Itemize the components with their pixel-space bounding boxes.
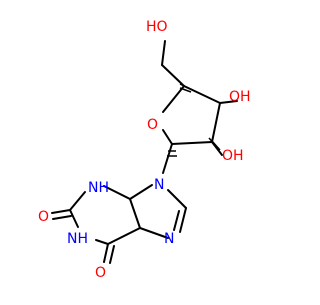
atom-labels: HO OH O OH N NH O NH O N [38, 19, 251, 281]
bond-c8-n7-a [179, 207, 187, 233]
atom-o-c2: O [38, 209, 49, 225]
bond-c2-o-a [51, 209, 71, 214]
bond-c8-n7-b [173, 210, 180, 231]
bond-c3-oh [219, 100, 238, 104]
atom-oh-bottom: OH [222, 148, 244, 164]
bond-c1-n9 [162, 143, 173, 174]
atom-n9: N [154, 177, 164, 193]
atom-o-c6: O [95, 265, 106, 281]
atom-oh-right: OH [229, 89, 251, 105]
atom-nh1: NH [67, 231, 88, 247]
bond-c3-c2 [211, 102, 221, 143]
stereo-hashes [167, 83, 221, 157]
bond-c5-c4 [129, 198, 141, 229]
bond-c6-c5 [107, 227, 141, 245]
molecule-svg: HO OH O OH N NH O NH O N [38, 19, 251, 281]
bond-n7-c5 [139, 227, 169, 239]
bond-c1-oring [162, 129, 173, 145]
bond-c5-c6prime [161, 64, 185, 87]
bond-n9-c8 [167, 189, 187, 209]
bond-c2-c1 [171, 141, 213, 145]
bonds [51, 40, 238, 264]
atom-nh3: NH [88, 180, 109, 196]
bond-c2-n1 [69, 209, 79, 228]
bond-oring-c4 [162, 85, 185, 113]
bond-n3-c2 [69, 191, 86, 211]
bond-c4-c3 [183, 85, 221, 104]
bond-c6prime-o [161, 40, 166, 66]
atom-n7: N [164, 231, 174, 247]
bond-c4-n3 [103, 185, 131, 200]
bond-c6-o-b [109, 245, 115, 264]
atom-o-ring: O [147, 117, 158, 133]
bond-c6-o-a [103, 243, 109, 263]
bond-c4-n9 [129, 184, 153, 200]
structure-diagram: HO OH O OH N NH O NH O N [38, 19, 251, 281]
atom-ho-top: HO [146, 19, 168, 35]
bond-n1-c6 [95, 239, 109, 245]
bond-c2-o-b [52, 215, 72, 220]
